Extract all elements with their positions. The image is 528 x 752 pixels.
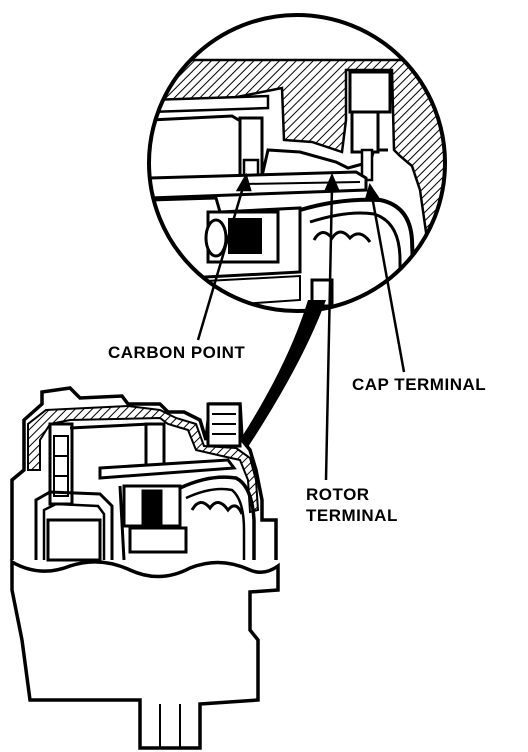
- rotor-terminal-label-line1: ROTOR: [306, 485, 370, 504]
- magnifier-beam: [228, 300, 326, 462]
- distributor-body: [10, 386, 280, 750]
- magnifier-circle: [147, 13, 447, 313]
- carbon-point-leader: [196, 183, 246, 341]
- cap-terminal-label: CAP TERMINAL: [352, 375, 487, 394]
- cap-terminal-arrowhead: [364, 183, 381, 202]
- rotor-terminal-label: ROTOR TERMINAL: [306, 484, 398, 526]
- cap-terminal-leader: [370, 195, 406, 373]
- carbon-point-arrowhead: [235, 172, 252, 192]
- rotor-terminal-arrowhead: [324, 172, 340, 192]
- carbon-point-label: CARBON POINT: [108, 343, 246, 362]
- leader-lines: [196, 172, 406, 481]
- magnified-detail: [149, 58, 445, 311]
- rotor-terminal-label-line2: TERMINAL: [306, 506, 398, 525]
- rotor-terminal-leader: [324, 185, 334, 481]
